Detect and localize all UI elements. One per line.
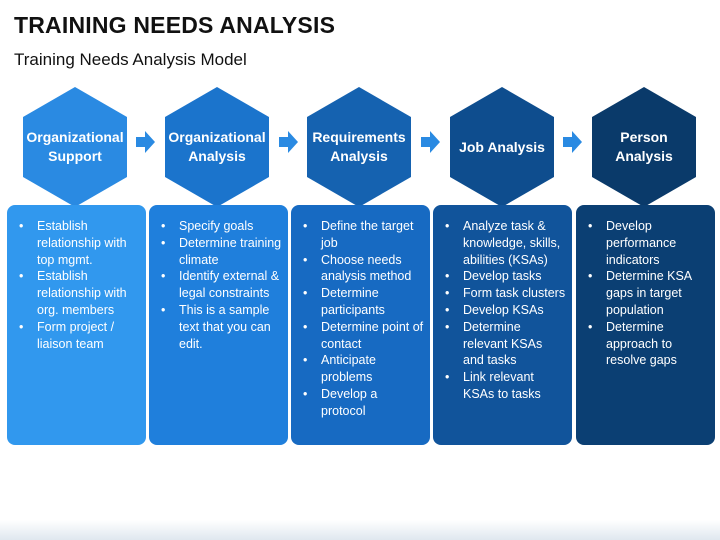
hexagon-organizational-analysis: Organizational Analysis (155, 85, 279, 209)
bottom-gradient-bar (0, 520, 720, 540)
bullet-item: Link relevant KSAs to tasks (441, 369, 566, 403)
bullet-item: Develop KSAs (441, 302, 566, 319)
right-arrow-icon (136, 130, 156, 154)
hexagon-requirements-analysis: Requirements Analysis (297, 85, 421, 209)
right-arrow-icon (421, 130, 441, 154)
bullet-item: Determine approach to resolve gaps (584, 319, 709, 369)
hexagon-label: Person Analysis (615, 129, 673, 164)
right-arrow-icon (279, 130, 299, 154)
bullet-list: Develop performance indicatorsDetermine … (584, 218, 709, 369)
bullet-item: Develop tasks (441, 268, 566, 285)
bullet-item: Determine point of contact (299, 319, 424, 353)
card-person-analysis: Develop performance indicatorsDetermine … (576, 205, 715, 445)
bullet-item: Specify goals (157, 218, 282, 235)
bullet-item: Establish relationship with top mgmt. (15, 218, 140, 268)
hexagon-job-analysis: Job Analysis (440, 85, 564, 209)
bullet-item: Determine participants (299, 285, 424, 319)
bullet-item: Develop performance indicators (584, 218, 709, 268)
bullet-item: Identify external & legal constraints (157, 268, 282, 302)
bullet-item: Determine training climate (157, 235, 282, 269)
bullet-item: Form project / liaison team (15, 319, 140, 353)
right-arrow-icon (563, 130, 583, 154)
bullet-item: Analyze task & knowledge, skills, abilit… (441, 218, 566, 268)
hexagon-shape (592, 87, 696, 207)
bullet-item: This is a sample text that you can edit. (157, 302, 282, 352)
hexagon-person-analysis: Person Analysis (582, 85, 706, 209)
hexagon-shape (165, 87, 269, 207)
bullet-list: Specify goalsDetermine training climateI… (157, 218, 282, 352)
bullet-item: Determine KSA gaps in target population (584, 268, 709, 318)
bullet-item: Determine relevant KSAs and tasks (441, 319, 566, 369)
hexagon-fill (23, 87, 127, 207)
bullet-list: Define the target jobChoose needs analys… (299, 218, 424, 420)
bullet-item: Establish relationship with org. members (15, 268, 140, 318)
bullet-list: Analyze task & knowledge, skills, abilit… (441, 218, 566, 403)
card-organizational-support: Establish relationship with top mgmt.Est… (7, 205, 146, 445)
page-subtitle: Training Needs Analysis Model (14, 50, 247, 69)
hexagon-shape (23, 87, 127, 207)
hexagon-label: Job Analysis (459, 138, 545, 155)
card-job-analysis: Analyze task & knowledge, skills, abilit… (433, 205, 572, 445)
card-requirements-analysis: Define the target jobChoose needs analys… (291, 205, 430, 445)
page-title: TRAINING NEEDS ANALYSIS (14, 12, 336, 38)
card-organizational-analysis: Specify goalsDetermine training climateI… (149, 205, 288, 445)
hexagon-label: Organizational Support (26, 129, 124, 164)
bullet-item: Develop a protocol (299, 386, 424, 420)
bullet-item: Define the target job (299, 218, 424, 252)
bullet-list: Establish relationship with top mgmt.Est… (15, 218, 140, 352)
hexagon-shape (450, 87, 554, 207)
hexagon-fill (165, 87, 269, 207)
bullet-item: Form task clusters (441, 285, 566, 302)
hexagon-label: Requirements Analysis (312, 129, 406, 164)
hexagon-fill (307, 87, 411, 207)
bullet-item: Choose needs analysis method (299, 252, 424, 286)
hexagon-fill (592, 87, 696, 207)
hexagon-fill (450, 87, 554, 207)
hexagon-shape (307, 87, 411, 207)
hexagon-label: Organizational Analysis (168, 129, 266, 164)
hexagon-organizational-support: Organizational Support (13, 85, 137, 209)
bullet-item: Anticipate problems (299, 352, 424, 386)
